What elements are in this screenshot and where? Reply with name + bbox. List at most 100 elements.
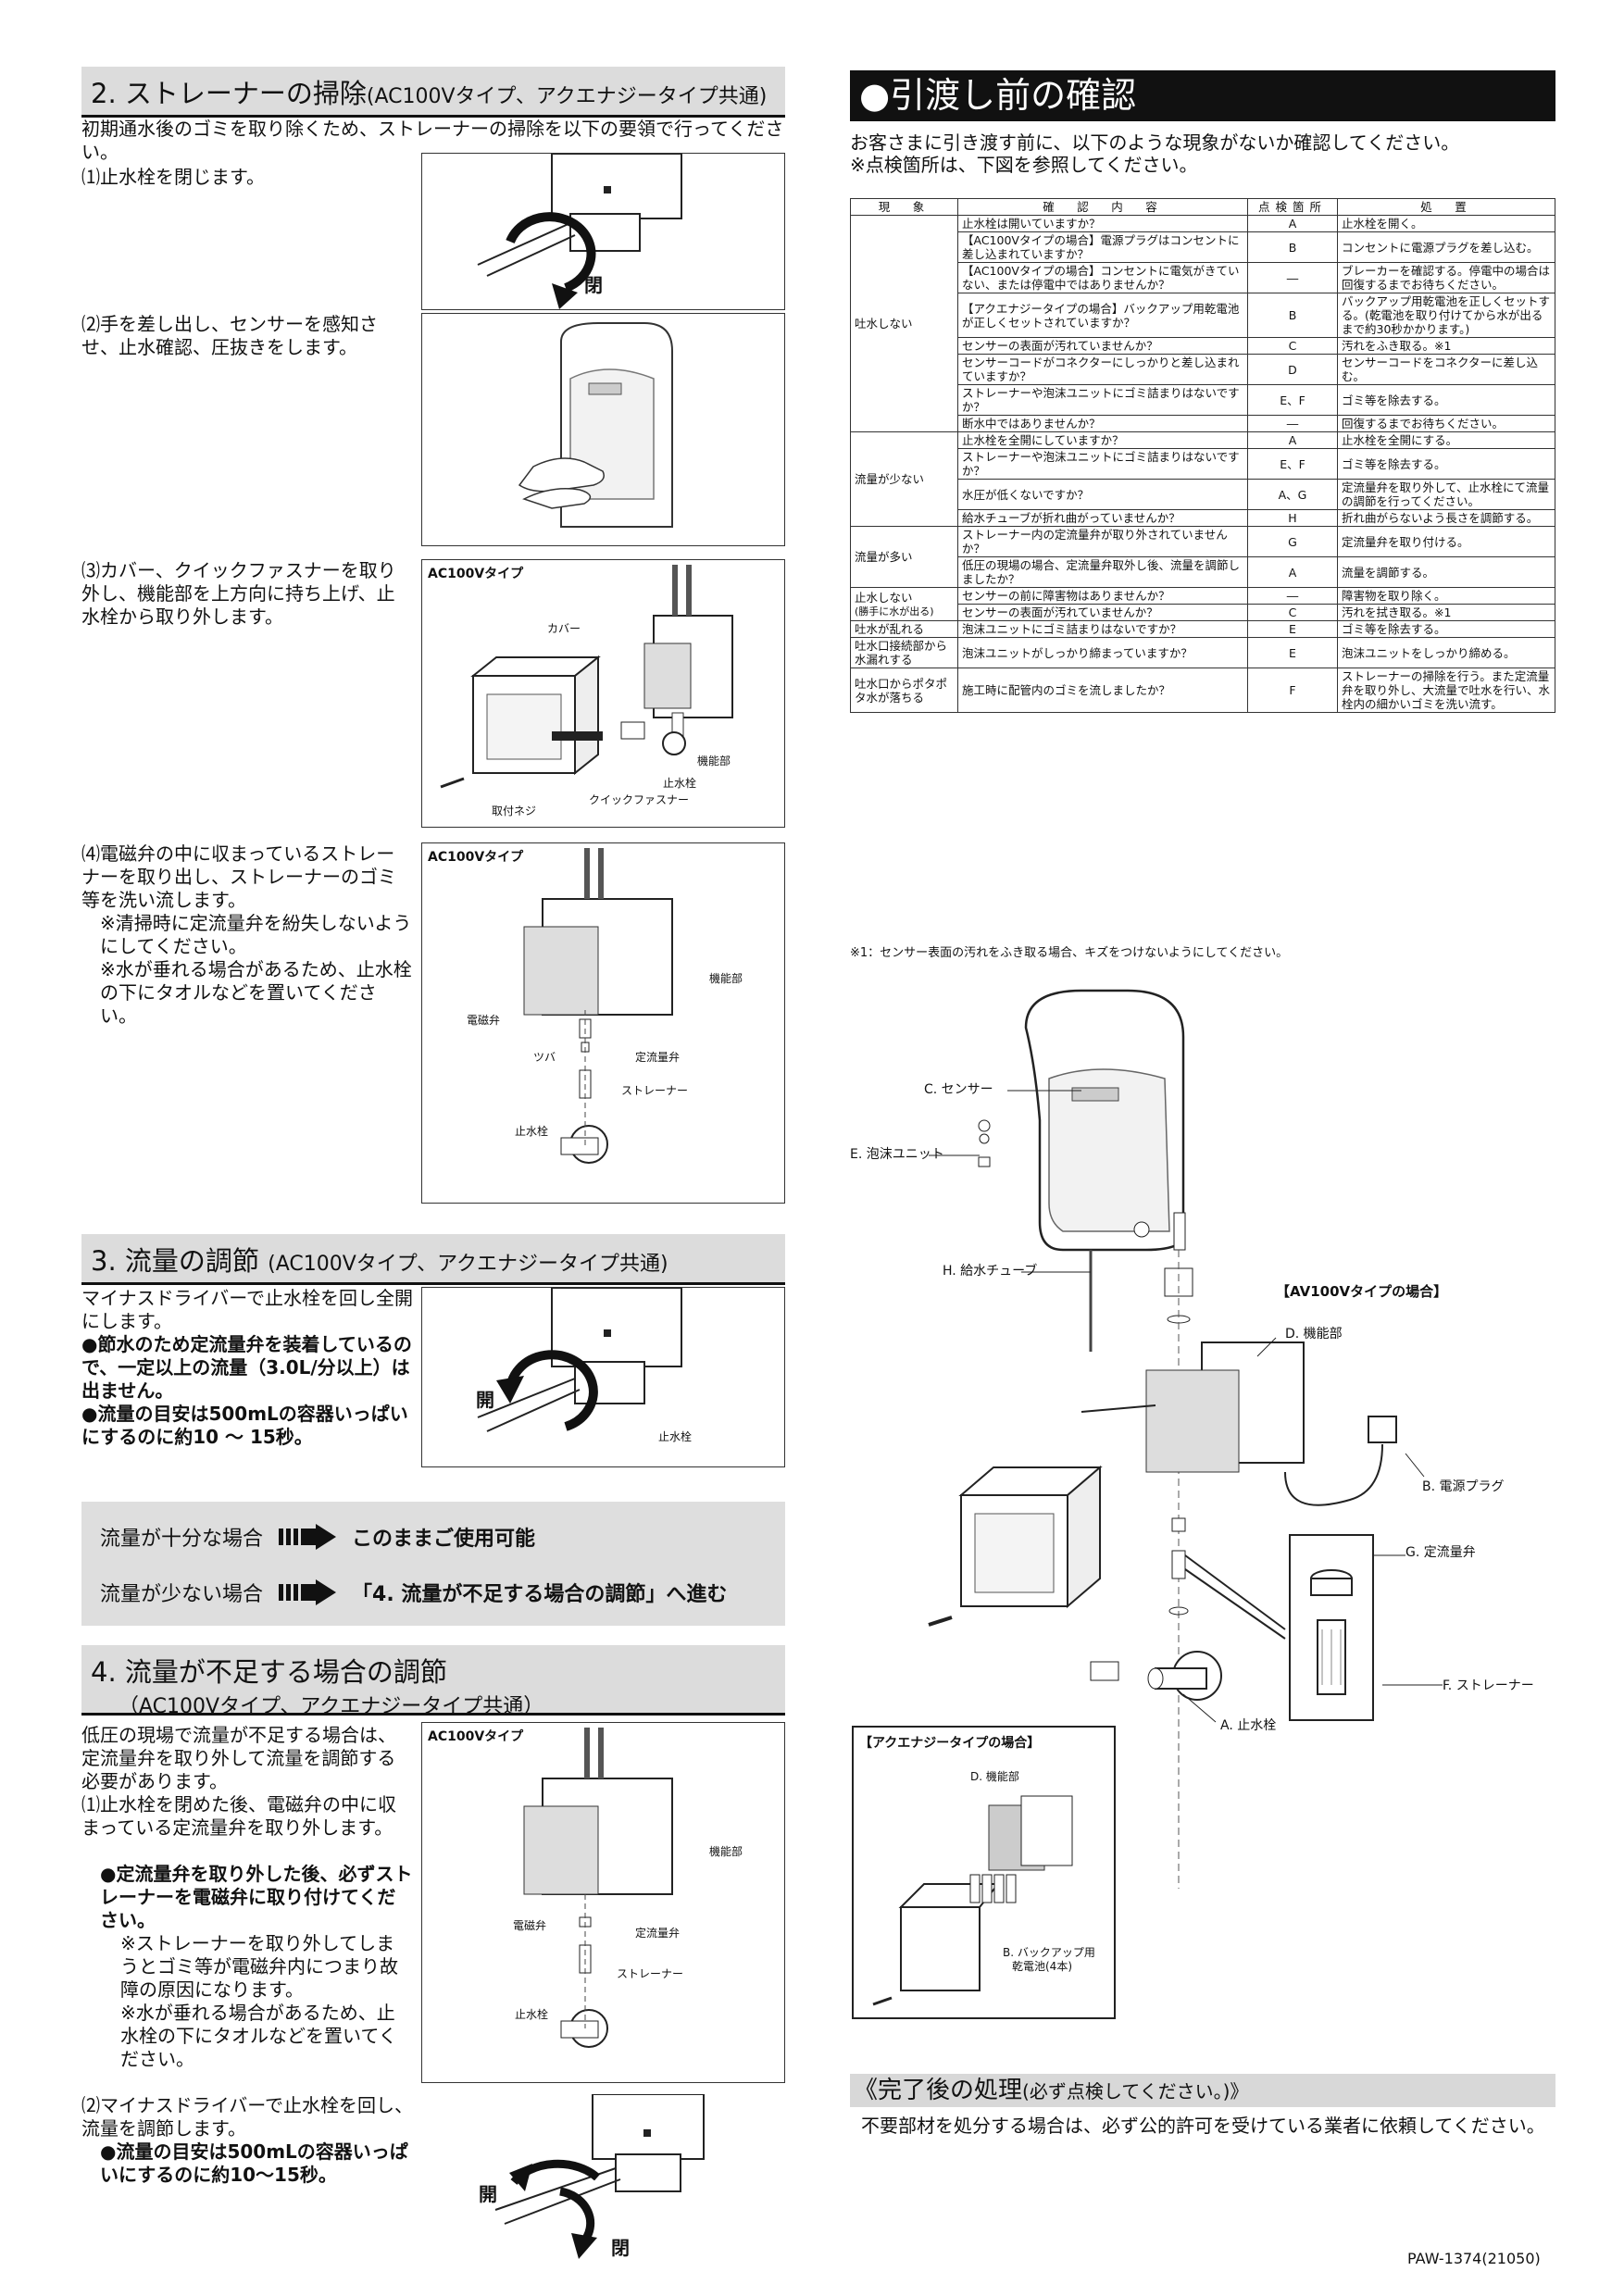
callout-stop-valve: 止水栓	[663, 777, 697, 790]
action-cell: ゴミ等を除去する。	[1337, 620, 1555, 638]
table-footnote: ※1：センサー表面の汚れをふき取る場合、キズをつけないようにしてください。	[850, 946, 1289, 960]
aqua-case-title: 【アクエナジータイプの場合】	[859, 1736, 1041, 1751]
section4-step1-note2: ※水が垂れる場合があるため、止水栓の下にタオルなどを置いてください。	[120, 2002, 397, 2070]
point-cell: E、F	[1247, 384, 1338, 416]
figure-flow-valve-removal: AC100Vタイプ 機能部 電磁弁 定流量弁 ストレーナー 止水栓	[421, 1722, 785, 2083]
callout-collar: ツバ	[533, 1051, 556, 1064]
callout-stop-valve: 止水栓	[515, 2008, 549, 2021]
check-table-header: 現 象 確 認 内 容 点検箇所 処 置	[850, 198, 1555, 216]
open-label: 開	[476, 1389, 494, 1411]
section4-subtitle: （AC100Vタイプ、アクエナジータイプ共通）	[119, 1695, 544, 1718]
label-function-unit: D. 機能部	[1285, 1327, 1343, 1341]
action-cell: 折れ曲がらないよう長さを調節する。	[1337, 509, 1555, 527]
check-cell: センサーの表面が汚れていませんか？	[957, 604, 1248, 621]
figure-remove-function-unit: AC100Vタイプ カバー 機能部 止水栓 取付ネジ クイックファスナー	[421, 559, 785, 828]
label-stop-valve: A. 止水栓	[1220, 1718, 1277, 1733]
check-cell: 【AC100Vタイプの場合】コンセントに電気がきていない、または停電中ではありま…	[957, 262, 1248, 293]
section3-title: 3. 流量の調節	[91, 1245, 259, 1277]
callout-function-unit: 機能部	[697, 755, 731, 767]
point-cell: B	[1247, 231, 1338, 263]
point-cell: E	[1247, 637, 1338, 668]
check-cell: 泡沫ユニットがしっかり締まっていますか？	[957, 637, 1248, 668]
section4-step2-bullet: ●流量の目安は500mLの容器いっぱいにするのに約10～15秒。	[100, 2140, 408, 2186]
check-cell: ストレーナー内の定流量弁が取り外されていませんか？	[957, 526, 1248, 557]
check-cell: センサーコードがコネクターにしっかりと差し込まれていますか？	[957, 354, 1248, 385]
action-cell: 汚れをふき取る。※1	[1337, 337, 1555, 355]
header-point: 点検箇所	[1247, 198, 1338, 216]
section2-step4-note2: ※水が垂れる場合があるため、止水栓の下にタオルなどを置いてください。	[100, 958, 412, 1027]
action-cell: 止水栓を全開にする。	[1337, 431, 1555, 449]
after-title: 《完了後の処理	[854, 2077, 1023, 2104]
check-cell: センサーの表面が汚れていませんか？	[957, 337, 1248, 355]
figure-adjust-valve: 開 閉	[421, 2094, 785, 2264]
table-row: 低圧の現場の場合、定流量弁取外し後、流量を調節しましたか？ A 流量を調節する。	[851, 556, 1555, 588]
action-cell: 汚れを拭き取る。※1	[1337, 604, 1555, 621]
phenomenon-cell: 止水しない (勝手に水が出る)	[850, 587, 958, 621]
section2-subtitle: (AC100Vタイプ、アクエナジータイプ共通)	[366, 85, 768, 108]
callout-flow-valve: 定流量弁	[635, 1927, 681, 1940]
point-cell: D	[1247, 354, 1338, 385]
table-row: センサーコードがコネクターにしっかりと差し込まれていますか？ D センサーコード…	[851, 354, 1555, 385]
arrow-right-icon	[279, 1579, 337, 1611]
point-cell: E	[1247, 620, 1338, 638]
flow-condition: 流量が少ない場合	[100, 1583, 264, 1606]
label-strainer: F. ストレーナー	[1443, 1678, 1534, 1693]
section2-step1: ⑴止水栓を閉じます。	[81, 166, 265, 188]
action-cell: 回復するまでお待ちください。	[1337, 415, 1555, 432]
check-cell: 止水栓を全開にしていますか？	[957, 431, 1248, 449]
check-cell: 【アクエナジータイプの場合】バックアップ用乾電池が正しくセットされていますか？	[957, 293, 1248, 338]
check-cell: 断水中ではありませんか？	[957, 415, 1248, 432]
section4-step1: ⑴止水栓を閉めた後、電磁弁の中に収まっている定流量弁を取り外します。	[81, 1793, 396, 1839]
point-cell: C	[1247, 604, 1338, 621]
callout-stop-valve: 止水栓	[658, 1430, 693, 1443]
action-cell: 止水栓を開く。	[1337, 215, 1555, 232]
table-row: 【AC100Vタイプの場合】コンセントに電気がきていない、または停電中ではありま…	[851, 262, 1555, 293]
figure-strainer-removal: AC100Vタイプ 機能部 電磁弁 ツバ 定流量弁 ストレーナー 止水栓	[421, 842, 785, 1204]
label-flow-valve: G. 定流量弁	[1405, 1545, 1476, 1560]
flow-condition: 流量が十分な場合	[100, 1528, 264, 1551]
section4-step1-bullet: ●定流量弁を取り外した後、必ずストレーナーを電磁弁に取り付けてください。	[100, 1863, 413, 1931]
callout-strainer: ストレーナー	[621, 1084, 689, 1097]
label-ac-case: 【AV100Vタイプの場合】	[1276, 1283, 1448, 1300]
callout-flow-valve: 定流量弁	[635, 1051, 681, 1064]
figure-open-valve: 開 止水栓	[421, 1287, 785, 1467]
action-cell: ブレーカーを確認する。停電中の場合は回復するまでお待ちください。	[1337, 262, 1555, 293]
section4-heading: 4. 流量が不足する場合の調節 （AC100Vタイプ、アクエナジータイプ共通）	[81, 1645, 785, 1718]
section2-step4-note1: ※清掃時に定流量弁を紛失しないようにしてください。	[100, 912, 412, 957]
label-power-plug: B. 電源プラグ	[1422, 1479, 1505, 1494]
callout-solenoid-valve: 電磁弁	[467, 1014, 501, 1027]
flow-result: このままご使用可能	[352, 1528, 536, 1551]
header-action: 処 置	[1337, 198, 1555, 216]
arrow-right-icon	[279, 1524, 337, 1555]
action-cell: コンセントに電源プラグを差し込む。	[1337, 231, 1555, 263]
table-row: 吐水しない 止水栓は開いていますか？ A 止水栓を開く。	[850, 215, 1555, 432]
point-cell: A	[1247, 215, 1338, 232]
aqua-label-battery-line2: 乾電池(4本)	[1012, 1960, 1072, 1973]
section4-intro: 低圧の現場で流量が不足する場合は、定流量弁を取り外して流量を調節する必要がありま…	[81, 1724, 396, 1792]
table-row: 【AC100Vタイプの場合】電源プラグはコンセントに差し込まれていますか？ B …	[851, 231, 1555, 263]
open-label: 開	[479, 2183, 497, 2205]
action-cell: 障害物を取り除く。	[1337, 587, 1555, 605]
phenomenon-cell: 吐水が乱れる	[850, 620, 958, 638]
figure-title: AC100Vタイプ	[428, 567, 524, 581]
table-row: 止水しない (勝手に水が出る) センサーの前に障害物はありませんか？ ― 障害物…	[850, 587, 1555, 621]
check-cell: 水圧が低くないですか？	[957, 479, 1248, 510]
exploded-diagram: C. センサー E. 泡沫ユニット H. 給水チューブ 【AV100Vタイプの場…	[850, 972, 1555, 2065]
table-row: ストレーナーや泡沫ユニットにゴミ詰まりはないですか？ E、F ゴミ等を除去する。	[851, 448, 1555, 480]
after-text: 不要部材を処分する場合は、必ず公的許可を受けている業者に依頼してください。	[861, 2115, 1545, 2137]
point-cell: ―	[1247, 262, 1338, 293]
check-cell: 施工時に配管内のゴミを流しましたか？	[957, 668, 1248, 713]
label-foam-unit: E. 泡沫ユニット	[850, 1147, 944, 1162]
point-cell: A	[1247, 556, 1338, 588]
phenomenon-cell: 流量が多い	[850, 526, 958, 588]
phenomenon-cell: 流量が少ない	[850, 431, 958, 527]
callout-function-unit: 機能部	[709, 1845, 743, 1858]
point-cell: H	[1247, 509, 1338, 527]
flow-result: 「4. 流量が不足する場合の調節」へ進む	[352, 1583, 728, 1606]
action-cell: 流量を調節する。	[1337, 556, 1555, 588]
action-cell: センサーコードをコネクターに差し込む。	[1337, 354, 1555, 385]
callout-stop-valve: 止水栓	[515, 1125, 549, 1138]
table-row: 吐水口接続部から水漏れする 泡沫ユニットがしっかり締まっていますか？ E 泡沫ユ…	[850, 637, 1555, 668]
table-row: 水圧が低くないですか？ A、G 定流量弁を取り外して、止水栓にて流量の調節を行っ…	[851, 479, 1555, 510]
check-table: 現 象 確 認 内 容 点検箇所 処 置 吐水しない 止水栓は開いていますか？ …	[850, 198, 1555, 713]
